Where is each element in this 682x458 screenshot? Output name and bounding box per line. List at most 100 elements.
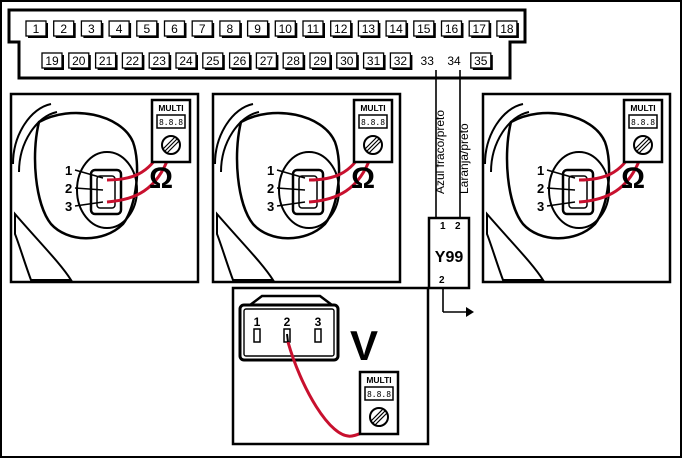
connector-pin: 23 xyxy=(148,52,172,70)
multimeter-display xyxy=(364,386,394,401)
connector-pin: 27 xyxy=(255,52,279,70)
sensor-pin-3: 3 xyxy=(315,315,322,329)
connector-pin-label: 10 xyxy=(279,22,293,36)
connector-pin: 29 xyxy=(309,52,332,70)
connector-pin-label: 13 xyxy=(362,22,376,36)
injector-pin-label: 1 xyxy=(537,163,544,178)
hose xyxy=(14,211,73,281)
connector-pin-label: 26 xyxy=(233,54,247,68)
connector-pin-label: 14 xyxy=(389,22,403,36)
harness-wires: Azul fraco/preto Laranja/preto xyxy=(433,70,471,218)
connector-pin-label: 18 xyxy=(500,22,514,36)
multimeter-readout: 8.8.8 xyxy=(631,118,655,127)
connector-pin-label: 32 xyxy=(394,54,408,68)
connector-pin-label: 21 xyxy=(99,54,113,68)
connector-pin-label: 5 xyxy=(143,22,150,36)
connector-pin-label: 22 xyxy=(126,54,140,68)
connector-pin-label: 6 xyxy=(171,22,178,36)
connector-pin: 28 xyxy=(282,52,306,70)
connector-pin-label: 8 xyxy=(227,22,234,36)
arrow-icon xyxy=(466,307,474,317)
connector-pin: 13 xyxy=(357,20,381,38)
probe-wire xyxy=(308,155,373,204)
connector-pin-label: 2 xyxy=(60,22,67,36)
connector-pin: 21 xyxy=(94,52,118,70)
connector-pin: 15 xyxy=(413,20,436,38)
connector-pin: 32 xyxy=(389,52,413,70)
connector-pin-label: 11 xyxy=(307,22,320,36)
connector-pin: 25 xyxy=(202,52,225,70)
connector-pin-label: 24 xyxy=(179,54,193,68)
multimeter: MULTI 8.8.8 xyxy=(622,98,664,164)
multimeter-label: MULTI xyxy=(360,103,385,113)
connector-pin-label: 9 xyxy=(254,22,261,36)
sensor-terminal-1 xyxy=(253,328,261,343)
sensor-terminal-3 xyxy=(314,328,322,343)
connector-pin-label: 31 xyxy=(367,54,381,68)
connector-pin: 19 xyxy=(41,52,64,70)
component-pin-bottom: 2 xyxy=(439,275,445,286)
probe-wire xyxy=(578,155,643,204)
connector-pin: 16 xyxy=(440,20,464,38)
voltage-symbol: V xyxy=(350,322,378,369)
probe-wire xyxy=(106,155,171,204)
connector-pin-label: 34 xyxy=(447,54,461,68)
connector-pin-label: 20 xyxy=(72,54,86,68)
multimeter-readout: 8.8.8 xyxy=(159,118,183,127)
connector-pin: 18 xyxy=(496,20,519,38)
connector-pin: 35 xyxy=(470,52,493,70)
connector-pin-label: 3 xyxy=(88,22,95,36)
injector-pin-label: 1 xyxy=(65,163,72,178)
connector-pin: 31 xyxy=(362,52,386,70)
connector-pin-label: 35 xyxy=(474,54,488,68)
connector-pin: 1 xyxy=(25,20,48,38)
injector-pin-label: 2 xyxy=(537,181,544,196)
connector-pin: 34 xyxy=(447,54,461,68)
connector-pin: 33 xyxy=(421,54,435,68)
sensor-pin-2: 2 xyxy=(284,315,291,329)
connector-pin: 8 xyxy=(219,20,242,38)
connector-pin: 5 xyxy=(136,20,159,38)
ohm-symbol: Ω xyxy=(621,162,645,195)
hose xyxy=(486,211,545,281)
connector-pin: 30 xyxy=(336,52,359,70)
multimeter-display xyxy=(628,114,658,129)
multimeter: MULTI 8.8.8 xyxy=(352,98,394,164)
component-pin-1: 1 xyxy=(440,221,446,232)
connector-pin-label: 7 xyxy=(199,22,206,36)
connector-pin-label: 19 xyxy=(45,54,59,68)
connector-pin: 20 xyxy=(68,52,91,70)
connector-pin: 22 xyxy=(121,52,145,70)
injector-pin-label: 3 xyxy=(537,199,544,214)
component-pin-2: 2 xyxy=(455,221,461,232)
connector-pin-label: 30 xyxy=(340,54,354,68)
multimeter-readout: 8.8.8 xyxy=(361,118,385,127)
connector-pin-label: 27 xyxy=(260,54,274,68)
connector-pin-label: 23 xyxy=(153,54,167,68)
multimeter-display xyxy=(358,114,388,129)
connector-pin: 10 xyxy=(274,20,298,38)
connector-pin-label: 25 xyxy=(206,54,220,68)
ohm-symbol: Ω xyxy=(351,162,375,195)
multimeter-label: MULTI xyxy=(366,375,391,385)
connector-pin: 9 xyxy=(246,20,270,38)
injector-pin-label: 2 xyxy=(65,181,72,196)
connector-pin: 4 xyxy=(108,20,132,38)
multimeter-label: MULTI xyxy=(630,103,655,113)
connector-pin: 12 xyxy=(330,20,353,38)
connector-pin: 11 xyxy=(302,20,325,38)
connector-pin: 26 xyxy=(228,52,252,70)
connector-pin-label: 12 xyxy=(334,22,348,36)
